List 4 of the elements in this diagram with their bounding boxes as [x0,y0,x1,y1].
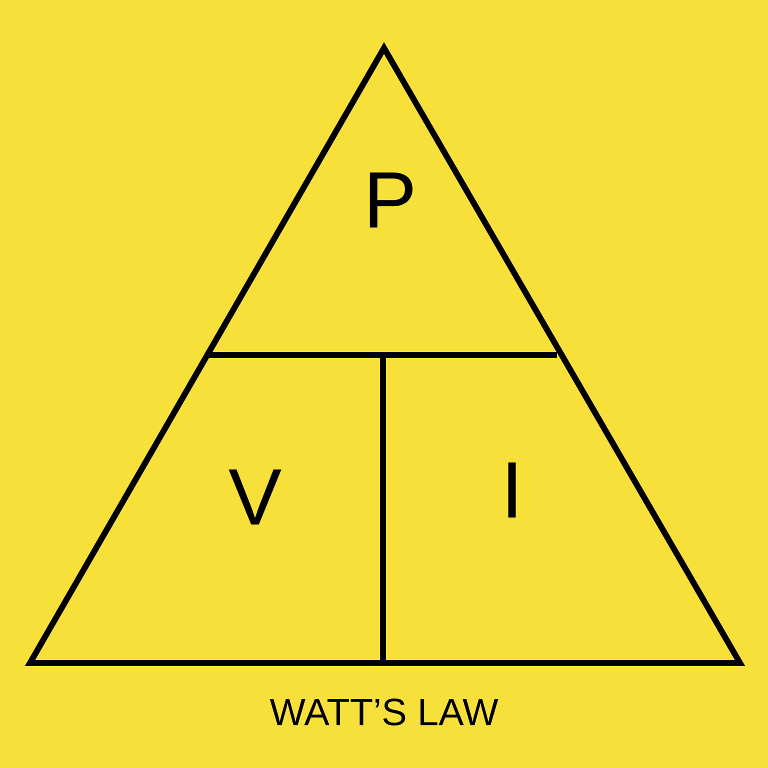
quantity-symbol: P [370,172,412,228]
quantity-symbol: I [508,462,516,518]
quantity-symbol: V [228,470,282,525]
title: WATT’S LAW [270,698,498,726]
